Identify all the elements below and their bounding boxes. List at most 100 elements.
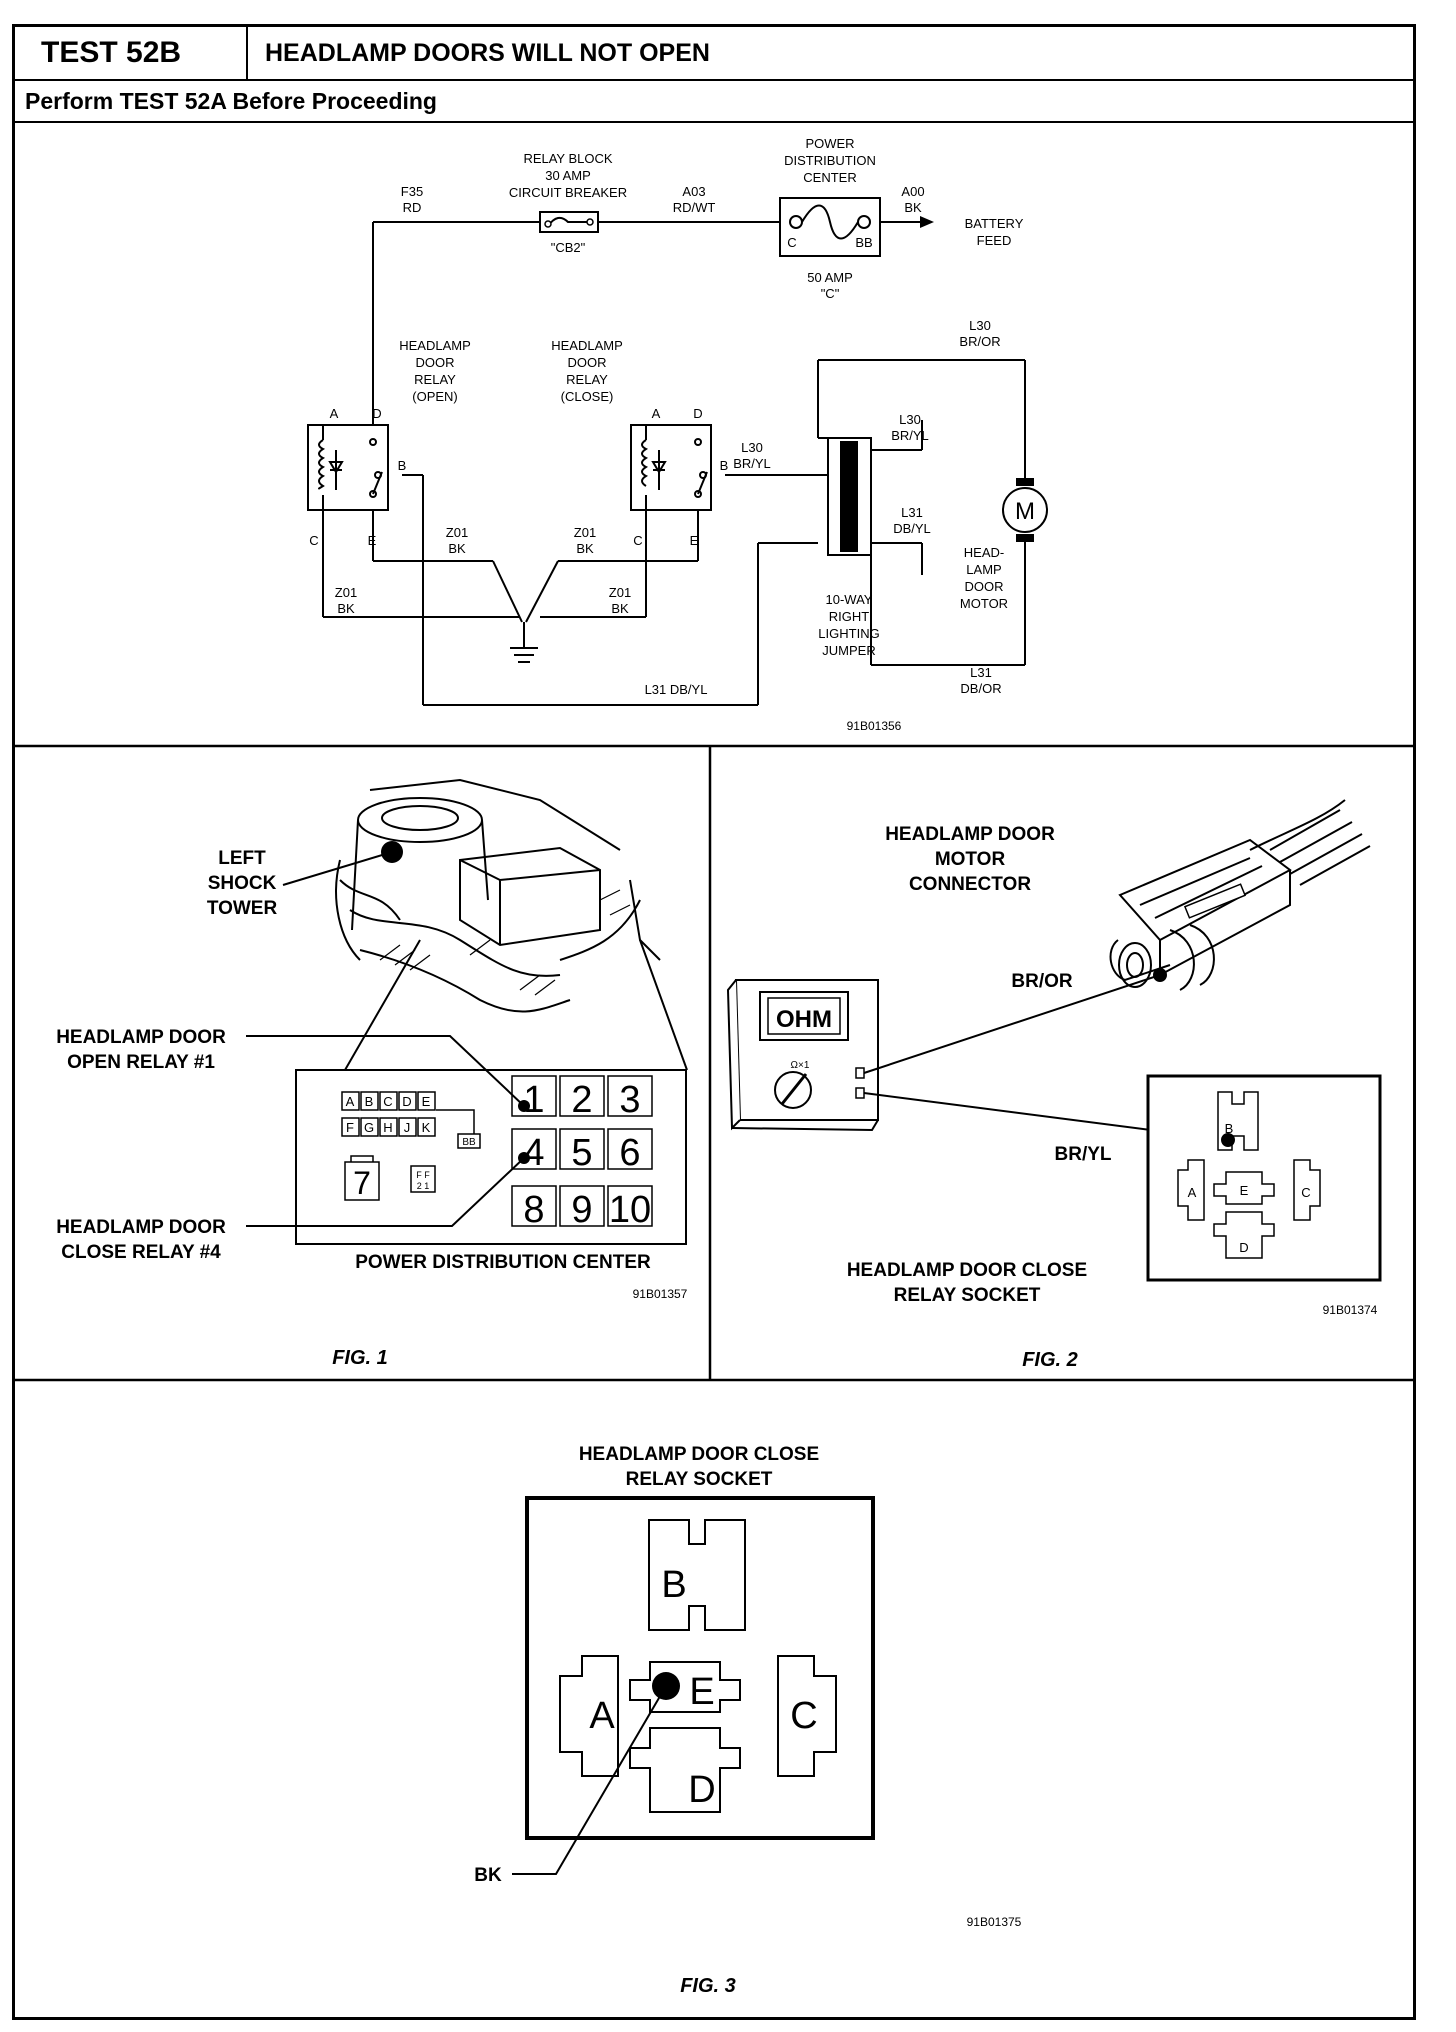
fig2-title: MOTOR: [935, 849, 1006, 870]
relay-open-label: HEADLAMP: [399, 338, 471, 353]
br-yl-terminal-marker: [1221, 1133, 1235, 1147]
relay-open-symbol: [307, 424, 389, 511]
wire-l31-dbor: DB/OR: [960, 681, 1001, 696]
pdc-fuse: [779, 197, 881, 257]
bb-cell: [457, 1133, 481, 1149]
fig1-engine-bay: A B C D E F G H J K BB 7 F F 2 1: [56, 778, 688, 1369]
wire-z01: Z01: [446, 525, 468, 540]
jumper-label: LIGHTING: [818, 626, 879, 641]
fuse-cell: F: [346, 1120, 354, 1135]
fig1-caption: FIG. 1: [332, 1347, 388, 1369]
fig2-title: HEADLAMP DOOR: [885, 824, 1055, 845]
close-relay-label: CLOSE RELAY #4: [61, 1242, 221, 1263]
wire-z01: BK: [576, 541, 594, 556]
battery-arrow-icon: [920, 216, 934, 228]
fig2-pin-b: B: [1225, 1121, 1234, 1136]
fig3-pin-c: C: [790, 1695, 817, 1737]
motor-label: MOTOR: [960, 596, 1008, 611]
engine-hatching: [379, 889, 631, 996]
pdc-caption: POWER DISTRIBUTION CENTER: [355, 1252, 651, 1273]
relay-close-symbol: [630, 424, 712, 511]
pin-c: C: [633, 533, 642, 548]
relay-number: 3: [619, 1079, 640, 1121]
br-yl-label: BR/YL: [1055, 1144, 1112, 1165]
wiring-schematic: M RELAY BLOCK 30 AMP CIRCUIT BREAKER "CB…: [307, 136, 1048, 733]
header-divider: [15, 79, 1413, 81]
engine-illustration: [335, 778, 661, 1013]
fig2-ohmmeter-test: HEADLAMP DOOR MOTOR CONNECTOR OHM Ω×1: [726, 799, 1382, 1371]
fig3-title: RELAY SOCKET: [626, 1469, 773, 1490]
pdc-title: DISTRIBUTION: [784, 153, 876, 168]
wire-a03: RD/WT: [673, 200, 716, 215]
wire-a03: A03: [682, 184, 705, 199]
range-dial-pointer: [780, 1073, 808, 1105]
wire-l30-bryl: BR/YL: [733, 456, 771, 471]
fuse-cell: D: [402, 1094, 411, 1109]
fig2-pin-d: D: [1239, 1240, 1248, 1255]
relay-number: 8: [523, 1189, 544, 1231]
left-shock-label: LEFT: [218, 848, 266, 869]
relay-number: 1: [523, 1079, 544, 1121]
pin-b: B: [720, 458, 729, 473]
wire-l31-dbor: L31: [970, 665, 992, 680]
pin-a: A: [330, 406, 339, 421]
fuse-rating: 50 AMP: [807, 270, 853, 285]
fig2-caption: FIG. 2: [1022, 1349, 1078, 1371]
relay-number: 2: [571, 1079, 592, 1121]
range-label: Ω×1: [791, 1060, 810, 1071]
left-shock-tower-leader: [282, 851, 393, 886]
test-title: HEADLAMP DOORS WILL NOT OPEN: [265, 39, 710, 67]
test-prerequisite: Perform TEST 52A Before Proceeding: [25, 88, 437, 114]
schematic-code: 91B01356: [847, 719, 902, 733]
relay-number: 10: [609, 1189, 651, 1231]
fuse-cell: A: [346, 1094, 355, 1109]
relay-open-label: (OPEN): [412, 389, 458, 404]
fig2-title: CONNECTOR: [909, 874, 1031, 895]
jumper-label: 10-WAY: [826, 592, 873, 607]
fig2-pin-a: A: [1188, 1185, 1197, 1200]
jumper-label: JUMPER: [822, 643, 875, 658]
wire-a00: BK: [904, 200, 922, 215]
motor-label: HEAD-: [964, 545, 1004, 560]
schematic-labels: RELAY BLOCK 30 AMP CIRCUIT BREAKER "CB2"…: [309, 136, 1023, 733]
bb-label: BB: [462, 1137, 476, 1148]
wire-z01: Z01: [609, 585, 631, 600]
fig2-socket-label: RELAY SOCKET: [894, 1285, 1041, 1306]
connector-latch: [1183, 883, 1247, 919]
left-shock-label: TOWER: [207, 898, 278, 919]
pin-d: D: [693, 406, 702, 421]
motor-symbol-label: M: [1015, 498, 1035, 525]
motor-connector-illustration: [1109, 799, 1371, 991]
battery-feed-label: BATTERY: [965, 216, 1024, 231]
cell-7-box: [344, 1155, 380, 1201]
open-relay-label: OPEN RELAY #1: [67, 1052, 215, 1073]
relay-number: 4: [523, 1132, 544, 1174]
ff-label: 2 1: [417, 1181, 430, 1191]
wire-z01: Z01: [574, 525, 596, 540]
fig3-code: 91B01375: [967, 1915, 1022, 1929]
relay-close-label: HEADLAMP: [551, 338, 623, 353]
pin-b: B: [398, 458, 407, 473]
close-relay-leader: [246, 1157, 525, 1227]
cb2-label: "CB2": [551, 240, 586, 255]
pin-c: C: [309, 533, 318, 548]
wire-z01: BK: [448, 541, 466, 556]
jumper-label: RIGHT: [829, 609, 870, 624]
close-relay-label: HEADLAMP DOOR: [56, 1217, 226, 1238]
fuse-cell: E: [422, 1094, 431, 1109]
pin-e: E: [368, 533, 377, 548]
test-page: TEST 52B HEADLAMP DOORS WILL NOT OPEN Pe…: [12, 24, 1416, 2020]
relay-close-label: (CLOSE): [561, 389, 614, 404]
fig2-socket-pins: [1177, 1091, 1321, 1259]
fuse-row-1: A B C D E: [341, 1091, 436, 1111]
fuse-cell: H: [383, 1120, 392, 1135]
fig3-pin-b: B: [661, 1564, 686, 1606]
wire-z01: Z01: [335, 585, 357, 600]
relay-open-label: DOOR: [416, 355, 455, 370]
wire-a00: A00: [901, 184, 924, 199]
fig2-code: 91B01374: [1323, 1303, 1378, 1317]
header-divider-2: [15, 121, 1413, 123]
fuse-cell: K: [422, 1120, 431, 1135]
relay-block-label: RELAY BLOCK: [523, 151, 612, 166]
